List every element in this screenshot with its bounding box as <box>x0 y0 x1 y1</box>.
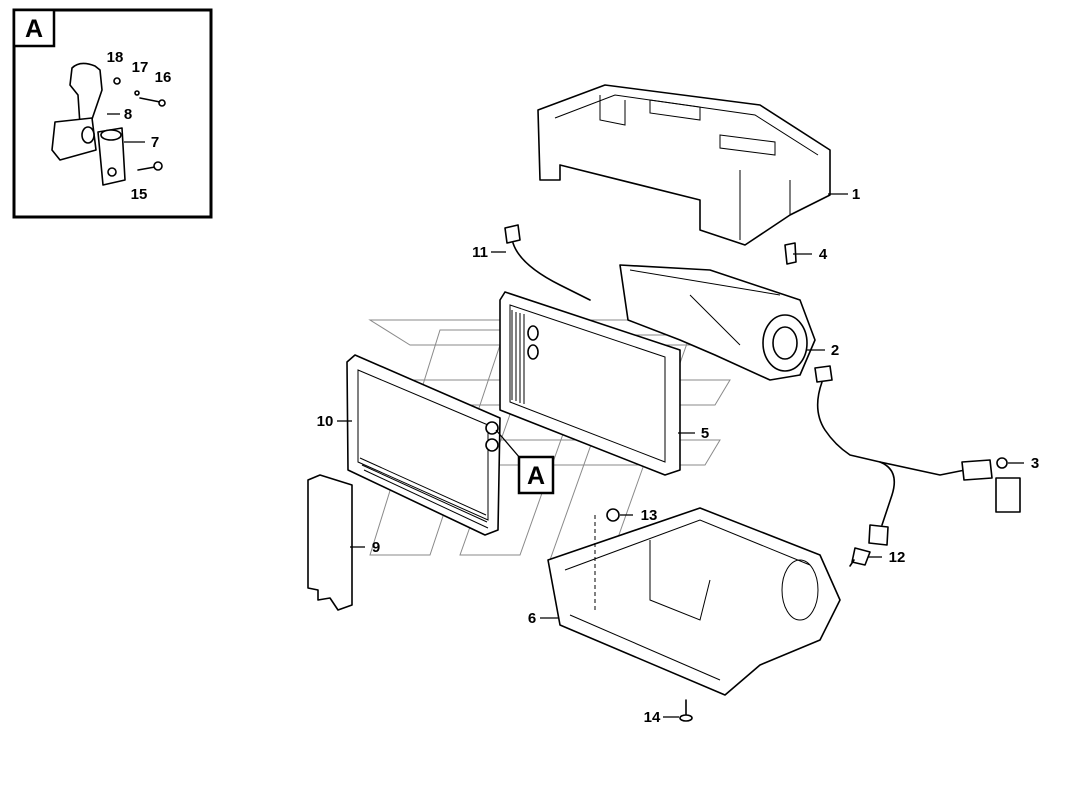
callout-4: 4 <box>819 246 828 263</box>
nut <box>606 508 620 522</box>
callout-8: 8 <box>124 106 132 123</box>
lower-housing <box>547 507 841 696</box>
evaporator-core <box>346 354 501 536</box>
callout-7: 7 <box>151 134 159 151</box>
pressure-switch <box>849 547 871 567</box>
svg-text:A: A <box>527 462 545 490</box>
callout-16: 16 <box>155 69 172 86</box>
temperature-sensor-lead <box>504 224 591 301</box>
callout-9: 9 <box>372 539 380 556</box>
callout-18: 18 <box>107 49 124 66</box>
detail-view-a: A 18 17 16 8 7 15 <box>12 8 213 219</box>
callout-3: 3 <box>1031 455 1039 472</box>
callout-17: 17 <box>132 59 149 76</box>
callout-15: 15 <box>131 186 148 203</box>
upper-housing <box>537 84 831 246</box>
heater-core <box>499 291 681 476</box>
callout-11: 11 <box>472 244 488 261</box>
screw <box>679 699 693 722</box>
detail-label: A <box>25 15 43 43</box>
callout-5: 5 <box>701 425 709 442</box>
callout-6: 6 <box>528 610 536 627</box>
callout-13: 13 <box>641 507 658 524</box>
main-callouts: 1 4 11 2 5 10 9 3 13 6 12 14 <box>317 186 1040 726</box>
reference-label-a: A <box>495 429 555 495</box>
detail-callouts: 18 17 16 8 7 15 <box>107 49 172 203</box>
mounting-bracket <box>307 474 353 611</box>
clip <box>784 242 797 265</box>
callout-1: 1 <box>852 186 860 203</box>
expansion-valve-assembly <box>51 62 166 186</box>
callout-2: 2 <box>831 342 839 359</box>
callout-14: 14 <box>644 709 661 726</box>
blower-unit <box>619 264 816 381</box>
callout-12: 12 <box>889 549 906 566</box>
wiring-harness <box>814 365 1021 546</box>
callout-10: 10 <box>317 413 334 430</box>
